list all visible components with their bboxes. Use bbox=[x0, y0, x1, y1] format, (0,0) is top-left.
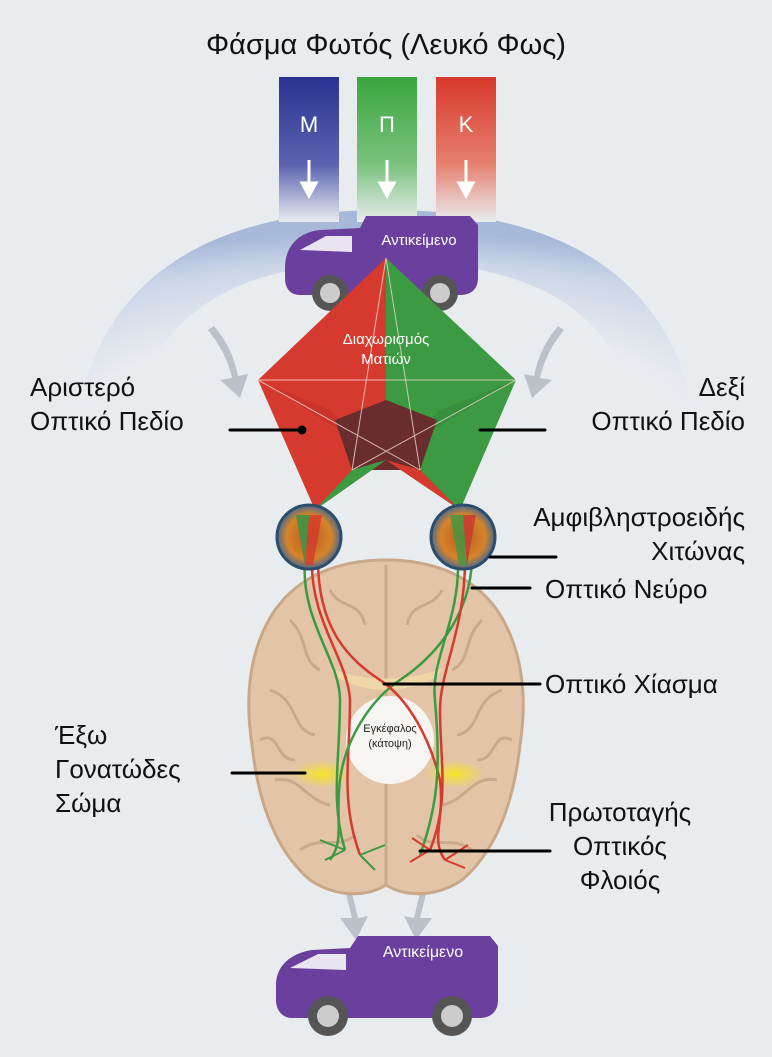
left-visual-field-label: Αριστερό Οπτικό Πεδίο bbox=[30, 370, 184, 438]
spectrum-label-p: Π bbox=[357, 112, 417, 138]
object-label-bottom: Αντικείμενο bbox=[358, 944, 488, 962]
spectrum-bars bbox=[279, 77, 496, 222]
lgn-right-glow bbox=[425, 760, 485, 788]
visual-cortex-label: Πρωτοταγής Οπτικός Φλοιός bbox=[530, 795, 710, 897]
retina-label: Αμφιβληστροειδής Χιτώνας bbox=[500, 500, 745, 568]
spectrum-bar-red bbox=[436, 77, 496, 222]
spectrum-label-k: Κ bbox=[436, 112, 496, 138]
lgn-label: Έξω Γονατώδες Σώμα bbox=[55, 718, 181, 820]
object-label-top: Αντικείμενο bbox=[362, 232, 476, 249]
optic-nerve-label: Οπτικό Νεύρο bbox=[545, 572, 707, 606]
eye-left bbox=[277, 505, 341, 569]
right-visual-field-label: Δεξί Οπτικό Πεδίο bbox=[540, 370, 745, 438]
spectrum-bar-blue bbox=[279, 77, 339, 222]
spectrum-bar-green bbox=[357, 77, 417, 222]
spectrum-label-m: Μ bbox=[279, 112, 339, 138]
spectrum-title: Φάσμα Φωτός (Λευκό Φως) bbox=[130, 28, 642, 62]
brain-label: Εγκέφαλος (κάτοψη) bbox=[346, 722, 434, 752]
optic-chiasm-label: Οπτικό Χίασμα bbox=[545, 667, 718, 701]
eye-separation-label: Διαχωρισμός Ματιών bbox=[316, 330, 456, 370]
eye-right bbox=[431, 505, 495, 569]
